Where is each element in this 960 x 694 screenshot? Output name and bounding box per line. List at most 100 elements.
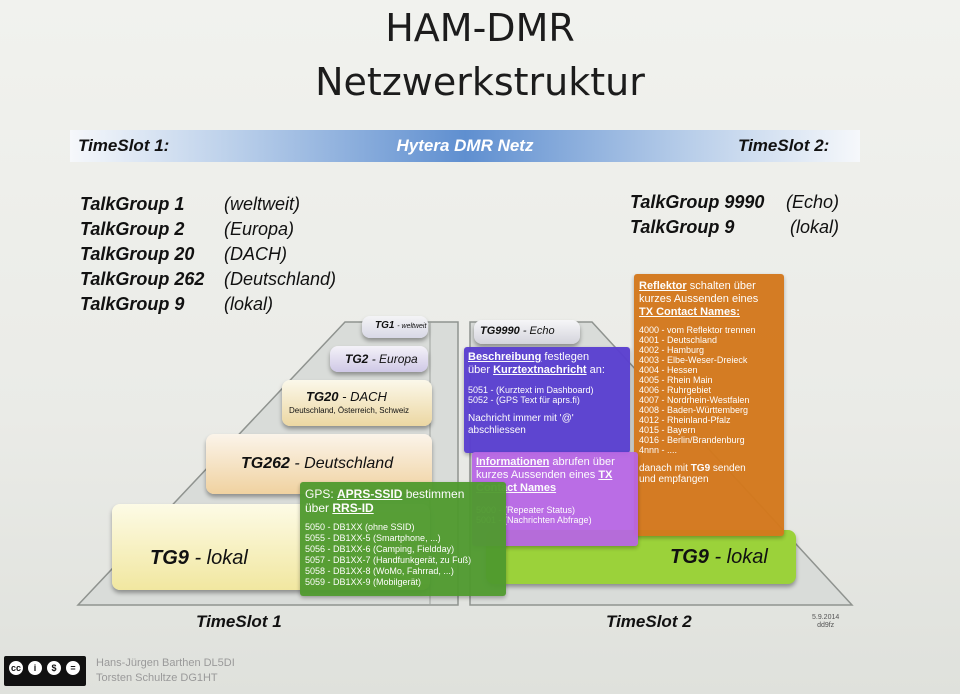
info-text: kurzes Aussenden eines bbox=[476, 469, 599, 481]
gps-box: GPS: APRS-SSID bestimmen über RRS-ID 505… bbox=[300, 482, 506, 596]
attribution-icon: i bbox=[26, 659, 44, 677]
reflector-code: 4007 - Nordrhein-Westfalen bbox=[639, 395, 750, 405]
date-stamp: 5.9.2014 dd9fz bbox=[812, 614, 839, 630]
tg-desc: (DACH) bbox=[224, 244, 287, 264]
reflector-text: senden bbox=[710, 463, 746, 474]
reflector-code: 4nnn - .... bbox=[639, 445, 678, 455]
reflector-code: 4001 - Deutschland bbox=[639, 335, 718, 345]
gps-text: über bbox=[305, 501, 333, 515]
ts1-tg-item: TalkGroup 1 bbox=[80, 194, 184, 215]
tg-desc: (Europa) bbox=[224, 219, 295, 239]
tg-name: TalkGroup 1 bbox=[80, 194, 185, 214]
reflector-footer-1: danach mit TG9 senden bbox=[639, 463, 779, 474]
description-keyword: Beschreibung bbox=[468, 351, 542, 363]
tg9-left-desc: - lokal bbox=[194, 547, 248, 569]
reflector-keyword: Reflektor bbox=[639, 280, 687, 292]
tg-name: TalkGroup 9 bbox=[630, 217, 735, 237]
author-1: Hans-Jürgen Barthen DL5DI bbox=[96, 657, 235, 669]
gps-text: GPS: bbox=[305, 487, 338, 501]
reflector-line-3: TX Contact Names: bbox=[639, 306, 740, 318]
tg2-label: TG2 - Europa bbox=[345, 352, 418, 366]
reflector-code: 4005 - Rhein Main bbox=[639, 375, 713, 385]
tg2-desc: - Europa bbox=[371, 352, 418, 366]
tg9990-desc: - Echo bbox=[522, 325, 555, 337]
gps-code: 5059 - DB1XX-9 (Mobilgerät) bbox=[305, 577, 422, 587]
gps-code: 5057 - DB1XX-7 (Handfunkgerät, zu Fuß) bbox=[305, 555, 472, 565]
reflector-code: 4003 - Elbe-Weser-Dreieck bbox=[639, 355, 748, 365]
description-code: 5051 - (Kurztext im Dashboard) bbox=[468, 385, 594, 395]
tg262-label: TG262 - Deutschland bbox=[241, 455, 393, 473]
tg1-label: TG1 - weltweit bbox=[375, 320, 426, 331]
tg20-block bbox=[282, 380, 432, 426]
ts1-tg-item: TalkGroup 2 bbox=[80, 219, 184, 240]
description-line-1: Beschreibung festlegen bbox=[468, 351, 626, 364]
title-line-1: HAM-DMR bbox=[385, 6, 575, 50]
reflector-code: 4006 - Ruhrgebiet bbox=[639, 385, 712, 395]
description-keyword: Kurztextnachricht bbox=[493, 364, 587, 376]
info-code: 5000 - (Repeater Status) bbox=[476, 505, 576, 515]
gps-code: 5050 - DB1XX (ohne SSID) bbox=[305, 522, 415, 532]
tg-name: TalkGroup 9 bbox=[80, 294, 185, 314]
timeslot1-header: TimeSlot 1: bbox=[78, 136, 170, 155]
description-line-2: über Kurztextnachricht an: bbox=[468, 364, 626, 377]
title-line-2: Netzwerkstruktur bbox=[315, 60, 645, 104]
gps-code: 5055 - DB1XX-5 (Smartphone, ...) bbox=[305, 533, 441, 543]
network-title: Hytera DMR Netz bbox=[396, 136, 534, 155]
reflector-keyword: TG9 bbox=[690, 463, 711, 474]
ts2-tg-item: TalkGroup 9 bbox=[630, 217, 734, 238]
reflector-code: 4015 - Bayern bbox=[639, 425, 696, 435]
tg-name: TalkGroup 2 bbox=[80, 219, 185, 239]
initials-text: dd9fz bbox=[817, 622, 835, 629]
gps-keyword: APRS-SSID bbox=[337, 487, 403, 501]
tg9990-block bbox=[474, 320, 580, 344]
tg9990-label: TG9990 - Echo bbox=[480, 325, 555, 337]
tg20-name: TG20 bbox=[306, 389, 339, 404]
description-text: festlegen bbox=[541, 351, 590, 363]
reflector-code: 4000 - vom Reflektor trennen bbox=[639, 325, 756, 335]
tg262-name: TG262 bbox=[241, 455, 290, 472]
tg20-subtitle: Deutschland, Österreich, Schweiz bbox=[289, 406, 410, 415]
gps-text: bestimmen bbox=[402, 487, 465, 501]
tg1-desc: - weltweit bbox=[397, 323, 427, 330]
info-code: 5001 - (Nachrichten Abfrage) bbox=[476, 515, 592, 525]
tg1-name: TG1 bbox=[375, 320, 395, 331]
tg2-name: TG2 bbox=[345, 352, 369, 366]
info-keyword: TX bbox=[598, 469, 613, 481]
reflector-code: 4008 - Baden-Württemberg bbox=[639, 405, 749, 415]
noderivatives-icon: = bbox=[64, 659, 82, 677]
tg-desc: (weltweit) bbox=[224, 194, 301, 214]
reflector-code: 4012 - Rheinland-Pfalz bbox=[639, 415, 731, 425]
tg-desc: (lokal) bbox=[790, 217, 840, 237]
ts1-tg-item: TalkGroup 20 bbox=[80, 244, 194, 265]
tg9-right-label: TG9 - lokal bbox=[670, 546, 768, 569]
description-note: abschliessen bbox=[468, 425, 526, 436]
description-text: über bbox=[468, 364, 494, 376]
tg20-label: TG20 - DACH bbox=[306, 389, 387, 404]
gps-code: 5058 - DB1XX-8 (WoMo, Fahrrad, ...) bbox=[305, 566, 454, 576]
description-note: Nachricht immer mit '@' bbox=[468, 413, 574, 424]
ts2-tg-item: TalkGroup 9990 bbox=[630, 192, 764, 213]
tg-name: TalkGroup 262 bbox=[80, 269, 205, 289]
gps-line-2: über RRS-ID bbox=[305, 501, 501, 515]
tg-desc: (lokal) bbox=[224, 294, 274, 314]
date-text: 5.9.2014 bbox=[812, 614, 840, 621]
author-2: Torsten Schultze DG1HT bbox=[96, 672, 218, 684]
gps-keyword: RRS-ID bbox=[332, 501, 374, 515]
tg-desc: (Echo) bbox=[786, 192, 840, 212]
tg262-desc: - Deutschland bbox=[294, 455, 394, 472]
description-text: an: bbox=[586, 364, 605, 376]
description-box: Beschreibung festlegen über Kurztextnach… bbox=[464, 347, 630, 453]
reflector-code: 4002 - Hamburg bbox=[639, 345, 705, 355]
reflector-footer-2: und empfangen bbox=[639, 474, 709, 485]
gps-line-1: GPS: APRS-SSID bestimmen bbox=[305, 487, 501, 501]
timeslot1-footer: TimeSlot 1 bbox=[196, 612, 282, 631]
info-keyword: Informationen bbox=[476, 456, 550, 468]
tg9990-name: TG9990 bbox=[480, 325, 520, 337]
authors: Hans-Jürgen Barthen DL5DI Torsten Schult… bbox=[96, 656, 235, 686]
tg9-right-name: TG9 bbox=[670, 546, 709, 568]
tg-desc: (Deutschland) bbox=[224, 269, 337, 289]
tg20-desc: - DACH bbox=[342, 389, 387, 404]
tg2-block bbox=[330, 346, 428, 372]
reflector-line-2: kurzes Aussenden eines bbox=[639, 293, 759, 305]
network-bar bbox=[70, 130, 860, 162]
